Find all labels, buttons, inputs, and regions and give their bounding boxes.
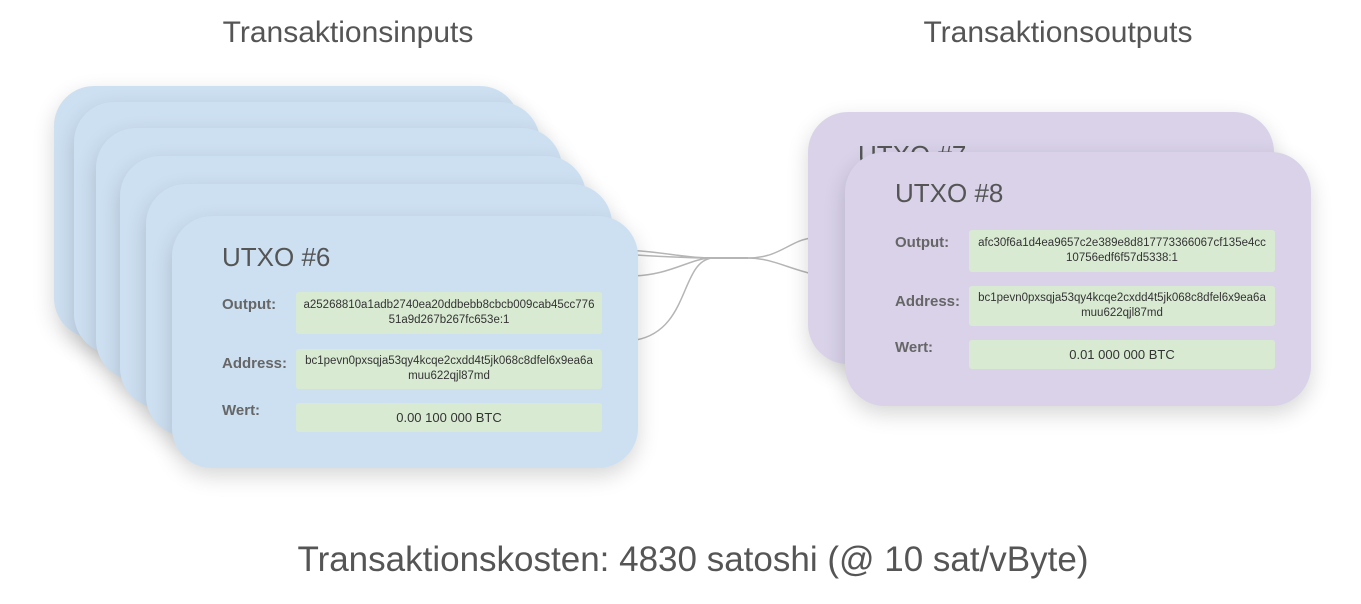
utxo-title: UTXO #8 xyxy=(895,178,1004,208)
address-value: bc1pevn0pxsqja53qy4kcqe2cxdd4t5jk068c8df… xyxy=(969,286,1275,326)
output-label: Output: xyxy=(222,296,277,313)
value-amount: 0.01 000 000 BTC xyxy=(969,340,1275,369)
value-amount: 0.00 100 000 BTC xyxy=(296,403,602,432)
output-utxo-card[interactable]: UTXO #8 Output: afc30f6a1d4ea9657c2e389e… xyxy=(845,152,1311,406)
value-label: Wert: xyxy=(895,339,934,356)
input-utxo-card[interactable]: UTXO #6 Output: a25268810a1adb2740ea20dd… xyxy=(172,216,638,468)
address-value: bc1pevn0pxsqja53qy4kcqe2cxdd4t5jk068c8df… xyxy=(296,349,602,389)
utxo-title: UTXO #6 xyxy=(222,242,331,272)
address-label: Address: xyxy=(895,293,961,310)
output-label: Output: xyxy=(895,234,950,251)
transaction-fee: Transaktionskosten: 4830 satoshi (@ 10 s… xyxy=(297,540,1089,579)
connector-line xyxy=(747,237,813,259)
address-label: Address: xyxy=(222,355,288,372)
value-label: Wert: xyxy=(222,402,261,419)
connector-line xyxy=(635,257,713,341)
inputs-heading: Transaktionsinputs xyxy=(222,16,474,49)
outputs-heading: Transaktionsoutputs xyxy=(923,16,1193,49)
output-value: afc30f6a1d4ea9657c2e389e8d817773366067cf… xyxy=(969,230,1275,272)
connector-line xyxy=(629,257,713,277)
output-value: a25268810a1adb2740ea20ddbebb8cbcb009cab4… xyxy=(296,292,602,334)
